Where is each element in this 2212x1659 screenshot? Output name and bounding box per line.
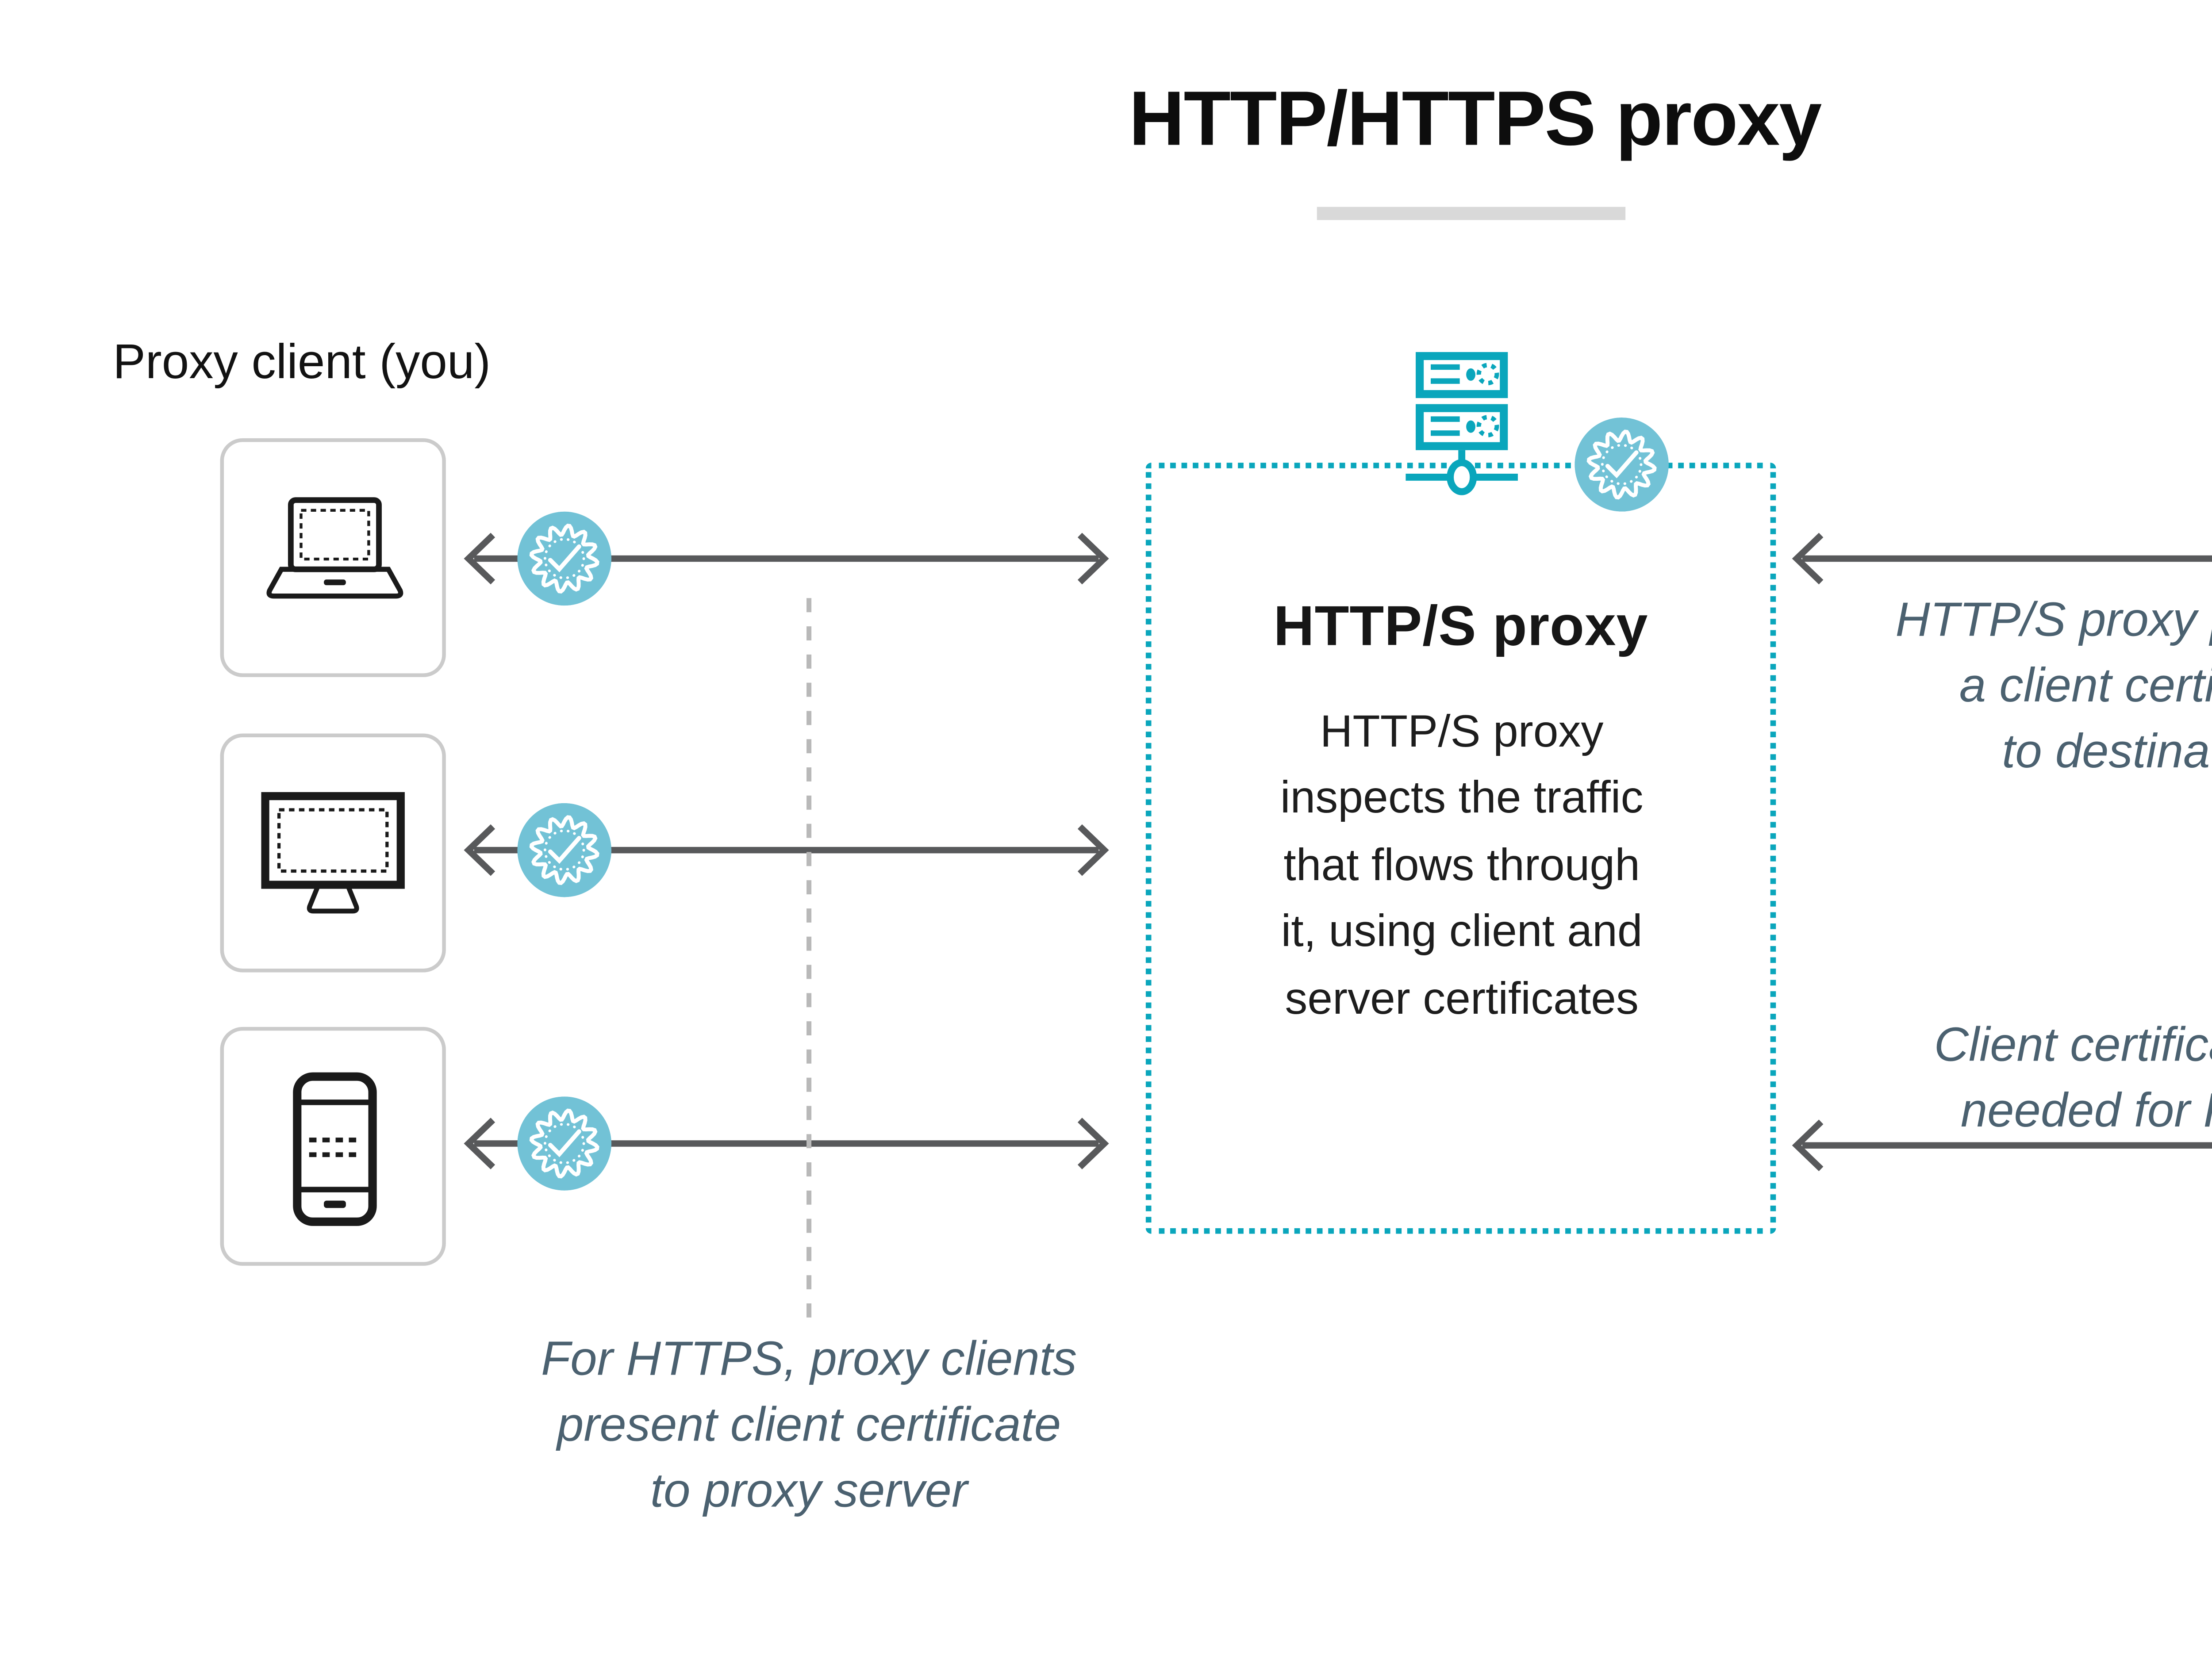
proxy-box-description: HTTP/S proxy inspects the traffic that f… xyxy=(1280,707,1644,1025)
page-title: HTTP/HTTPS proxy xyxy=(1129,75,1822,162)
certificate-badge-icon xyxy=(1575,418,1669,512)
proxy-client-label: Proxy client (you) xyxy=(113,333,491,390)
certificate-badge-icon xyxy=(517,511,612,606)
proxy-box xyxy=(1145,463,1776,1234)
http-flow-note: Client certificate not needed for HTTP xyxy=(1934,1019,2212,1138)
certificate-badge-icon xyxy=(517,1096,612,1191)
client-card-smartphone xyxy=(220,1027,446,1266)
proxy-box-heading: HTTP/S proxy xyxy=(1273,596,1648,659)
title-underline xyxy=(1317,207,1626,220)
monitor-icon xyxy=(261,792,405,914)
certificate-badge-icon xyxy=(517,803,612,897)
laptop-icon xyxy=(266,497,403,599)
smartphone-icon xyxy=(293,1072,377,1226)
proxy-server-icon xyxy=(1406,352,1518,495)
arrow-proxy-https-destination xyxy=(1792,533,2212,585)
client-card-monitor xyxy=(220,733,446,973)
dashed-divider-line xyxy=(806,598,812,1321)
arrow-proxy-http-destination xyxy=(1792,1119,2212,1172)
client-card-laptop xyxy=(220,438,446,677)
https-flow-note: HTTP/S proxy presents a client certifica… xyxy=(1895,594,2212,780)
client-certificate-note: For HTTPS, proxy clients present client … xyxy=(541,1333,1077,1519)
